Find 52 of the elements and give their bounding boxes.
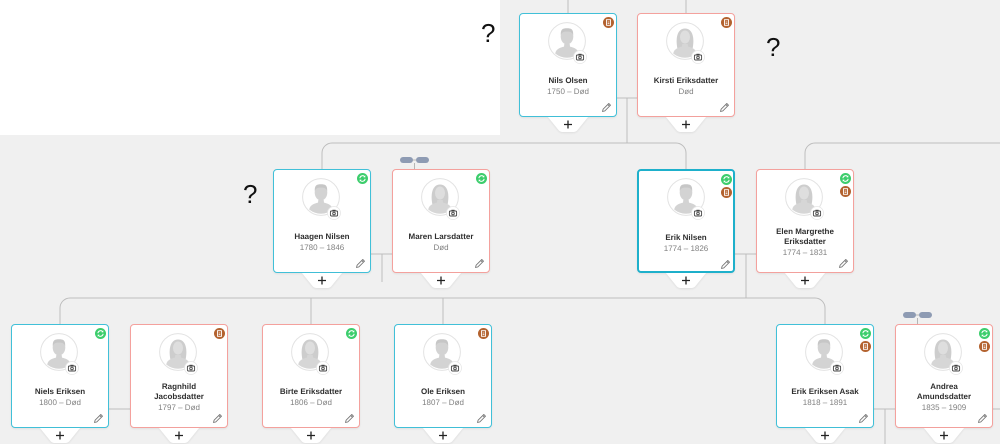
person-name: Erik Nilsen [665,232,707,242]
question-mark: ? [766,34,780,60]
person-card [392,169,490,273]
life-dates: 1835 – 1909 [922,402,966,412]
connector-line [310,298,312,324]
person-card [130,324,228,428]
person-name: Birte Eriksdatter [280,386,342,396]
connector-line [108,408,130,410]
connector-line [804,142,1000,170]
life-dates: 1750 – Død [547,86,589,96]
person-card [895,324,993,428]
person-name: Elen Margrethe Eriksdatter [775,226,835,246]
person-name: Nils Olsen [548,76,588,86]
person-card [394,324,492,428]
life-dates: 1780 – 1846 [300,242,344,252]
person-name: Ole Eriksen [420,386,466,396]
life-dates: Død [678,86,694,96]
person-card [262,324,360,428]
connector-line [60,298,312,324]
connector-line [884,408,896,410]
person-name: Andrea Amundsdatter [916,382,972,402]
person-name: Ragnhild Jacobsdatter [153,382,205,402]
person-card [519,13,617,117]
person-card [273,169,371,273]
person-name: Erik Eriksen Asak [791,386,859,396]
life-dates: 1818 – 1891 [802,398,848,408]
person-name: Kirsti Eriksdatter [654,76,718,86]
person-card [637,13,735,117]
life-dates: 1800 – Død [39,398,81,408]
person-name: Niels Eriksen [34,386,86,396]
question-mark: ? [243,181,258,207]
connector-line [746,298,826,324]
life-dates: 1774 – 1826 [664,244,708,254]
person-card [637,169,735,273]
connector-line [884,408,886,444]
person-name: Maren Larsdatter [408,232,474,242]
question-mark: ? [481,20,496,46]
life-dates: Død [433,242,449,252]
person-card [11,324,109,428]
person-card [776,324,874,428]
person-name: Haagen Nilsen [294,232,350,242]
life-dates: 1806 – Død [290,398,332,408]
connector-line [874,408,886,410]
person-card [756,169,854,273]
connector-line [442,298,444,324]
connector-line [626,142,686,170]
connector-line [322,142,628,170]
life-dates: 1774 – 1831 [782,248,828,258]
life-dates: 1807 – Død [422,398,464,408]
connector-line [992,408,1000,410]
life-dates: 1797 – Død [158,402,200,412]
connector-line [626,98,628,144]
